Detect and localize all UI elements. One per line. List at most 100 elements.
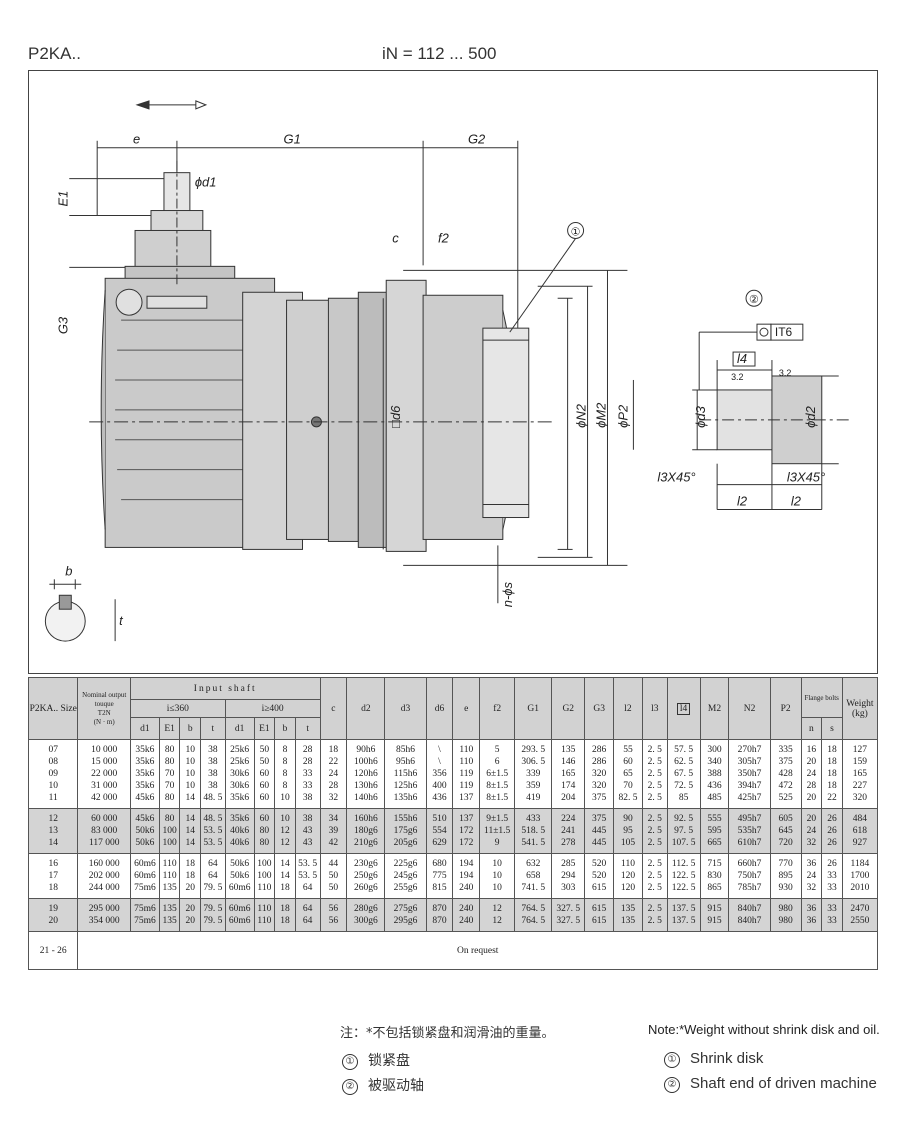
head-e: e (452, 677, 481, 740)
table-value: 64 (302, 904, 313, 914)
table-value: 525 (778, 793, 793, 803)
table-value: 865 (707, 883, 722, 893)
table-value: 1184 (850, 859, 870, 869)
table-value: 38 (208, 757, 218, 767)
table-value: 927 (852, 838, 867, 848)
table-value: 53. 5 (203, 838, 223, 848)
table-value: 24 (806, 769, 817, 779)
table-value: 205g6 (393, 838, 418, 848)
table-value: 2. 5 (647, 904, 662, 914)
table-value: 28 (328, 781, 339, 791)
table-value: 50 (259, 757, 270, 767)
table-value: 60m6 (134, 859, 156, 869)
head-ratio-low: i≤360 (129, 699, 226, 718)
table-value: 32 (328, 793, 339, 803)
table-value: 110 (459, 757, 474, 767)
table-value: 18 (827, 781, 837, 791)
table-value: 82. 5 (618, 793, 638, 803)
table-value: 20 (806, 757, 817, 767)
table-value: 140h6 (353, 793, 378, 803)
table-value: 107. 5 (671, 838, 696, 848)
head-b-b: b (274, 717, 296, 740)
table-value: 375 (592, 793, 607, 803)
table-value: 137 (459, 793, 474, 803)
head-e1-a: E1 (158, 717, 181, 740)
table-value: 75m6 (134, 916, 156, 926)
table-value: 14 (185, 793, 195, 803)
table-value: 92. 5 (674, 814, 694, 824)
table-value: 615 (592, 916, 607, 926)
table-value: 278 (561, 838, 576, 848)
table-value: 20 (185, 883, 195, 893)
table-value: 64 (302, 883, 313, 893)
table-value: 485 (707, 793, 722, 803)
table-value: 119 (459, 781, 474, 791)
table-value: 2. 5 (647, 838, 662, 848)
table-value: 870 (432, 916, 447, 926)
table-value: 32 (806, 838, 817, 848)
table-value: 665 (707, 838, 722, 848)
table-value: 95h6 (396, 757, 415, 767)
table-value: 840h7 (737, 904, 762, 914)
table-value: 22 000 (91, 769, 118, 779)
table-value: 230g6 (353, 859, 378, 869)
table-value: 67. 5 (674, 769, 694, 779)
table-value: 75m6 (134, 883, 156, 893)
table-value: 172 (459, 826, 474, 836)
table-value: 554 (432, 826, 447, 836)
footer-size: 21 - 26 (27, 931, 79, 970)
table-value: 194 (459, 871, 474, 881)
dim-m2: ϕM2 (593, 403, 608, 428)
footer-on-request: On request (77, 931, 878, 970)
table-value: 60 (259, 781, 270, 791)
dim-c: c (392, 230, 399, 245)
dim-e: e (133, 132, 140, 147)
table-value: 39 (328, 826, 339, 836)
table-value: 28 (302, 757, 313, 767)
table-value: 105 (620, 838, 636, 848)
table-value: 18 (185, 871, 195, 881)
table-value: 840h7 (737, 916, 762, 926)
table-value: 38 (208, 781, 218, 791)
table-value: 48. 5 (203, 793, 223, 803)
table-value: 35k6 (135, 769, 155, 779)
table-value: 632 (526, 859, 541, 869)
table-value: 08 (48, 757, 58, 767)
table-value: 9 (494, 838, 500, 848)
table-value: 28 (302, 745, 313, 755)
table-value: 260g6 (353, 883, 378, 893)
